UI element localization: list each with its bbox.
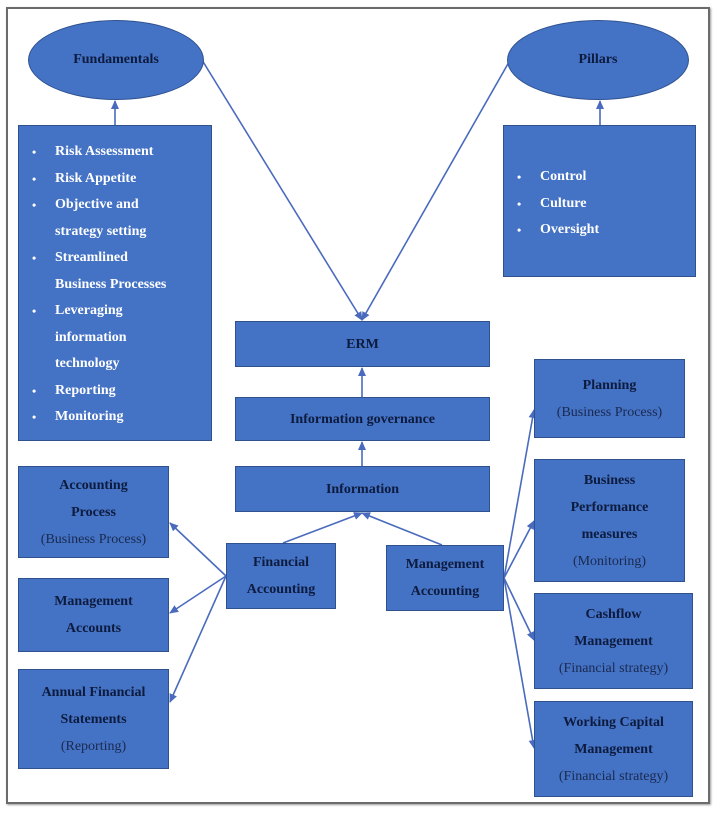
- erm-label: ERM: [346, 336, 379, 352]
- pillars-item: Culture: [504, 191, 695, 218]
- planning-title1: Planning: [582, 377, 637, 393]
- management-accounts-box: Management Accounts: [18, 578, 169, 652]
- working-capital-title1: Working Capital: [563, 714, 664, 730]
- fundamentals-item: Reporting: [19, 378, 211, 405]
- business-performance-sub: (Monitoring): [572, 553, 647, 569]
- information-governance-label: Information governance: [289, 411, 436, 427]
- annual-financial-statements-box: Annual Financial Statements (Reporting): [18, 669, 169, 769]
- working-capital-sub: (Financial strategy): [558, 768, 669, 784]
- pillars-item: Control: [504, 164, 695, 191]
- cashflow-management-box: Cashflow Management (Financial strategy): [534, 593, 693, 689]
- fundamentals-list: Risk AssessmentRisk AppetiteObjective an…: [18, 125, 212, 441]
- erm-box: ERM: [235, 321, 490, 367]
- information-governance-box: Information governance: [235, 397, 490, 441]
- diagram-frame: [6, 7, 710, 804]
- pillars-item: Oversight: [504, 217, 695, 244]
- business-performance-measures-box: Business Performance measures (Monitorin…: [534, 459, 685, 582]
- fundamentals-item: Objective and: [19, 192, 211, 219]
- planning-box: Planning (Business Process): [534, 359, 685, 438]
- pillars-label: Pillars: [578, 52, 618, 67]
- planning-sub: (Business Process): [556, 404, 663, 420]
- fundamentals-item: strategy setting: [55, 223, 147, 239]
- information-label: Information: [325, 481, 400, 497]
- business-performance-title3: measures: [581, 526, 638, 542]
- working-capital-management-box: Working Capital Management (Financial st…: [534, 701, 693, 797]
- fundamentals-ellipse: Fundamentals: [28, 20, 204, 100]
- fundamentals-item: Risk Assessment: [19, 139, 211, 166]
- fundamentals-item: information: [55, 329, 127, 345]
- pillars-ellipse: Pillars: [507, 20, 689, 100]
- fundamentals-item: Business Processes: [55, 276, 167, 292]
- fundamentals-item: technology: [55, 356, 120, 371]
- management-accounts-title1: Management: [54, 594, 133, 609]
- financial-accounting-box: Financial Accounting: [226, 543, 336, 609]
- management-accounting-line1: Management: [405, 557, 485, 572]
- financial-accounting-line1: Financial: [252, 555, 309, 570]
- fundamentals-items: Risk AssessmentRisk AppetiteObjective an…: [19, 139, 211, 431]
- accounting-process-box: Accounting Process (Business Process): [18, 466, 169, 558]
- fundamentals-item: Risk Appetite: [19, 166, 211, 193]
- management-accounting-box: Management Accounting: [386, 545, 504, 611]
- cashflow-sub: (Financial strategy): [558, 660, 669, 676]
- annual-financial-statements-title1: Annual Financial: [41, 684, 146, 700]
- cashflow-title1: Cashflow: [585, 606, 642, 622]
- pillars-items: ControlCultureOversight: [504, 164, 695, 244]
- management-accounts-title2: Accounts: [65, 621, 122, 636]
- business-performance-title2: Performance: [570, 499, 649, 515]
- accounting-process-sub: (Business Process): [40, 531, 147, 547]
- cashflow-title2: Management: [574, 633, 653, 649]
- management-accounting-line2: Accounting: [410, 584, 480, 599]
- pillars-list: ControlCultureOversight: [503, 125, 696, 277]
- information-box: Information: [235, 466, 490, 512]
- fundamentals-label: Fundamentals: [73, 52, 159, 67]
- fundamentals-item: Leveraging: [19, 298, 211, 325]
- annual-financial-statements-sub: (Reporting): [60, 738, 127, 754]
- working-capital-title2: Management: [574, 741, 653, 757]
- business-performance-title1: Business: [583, 472, 636, 488]
- accounting-process-title2: Process: [71, 504, 116, 520]
- fundamentals-item: Monitoring: [19, 404, 211, 431]
- fundamentals-item: Streamlined: [19, 245, 211, 272]
- annual-financial-statements-title2: Statements: [60, 711, 127, 727]
- financial-accounting-line2: Accounting: [246, 582, 316, 597]
- accounting-process-title1: Accounting: [59, 477, 128, 493]
